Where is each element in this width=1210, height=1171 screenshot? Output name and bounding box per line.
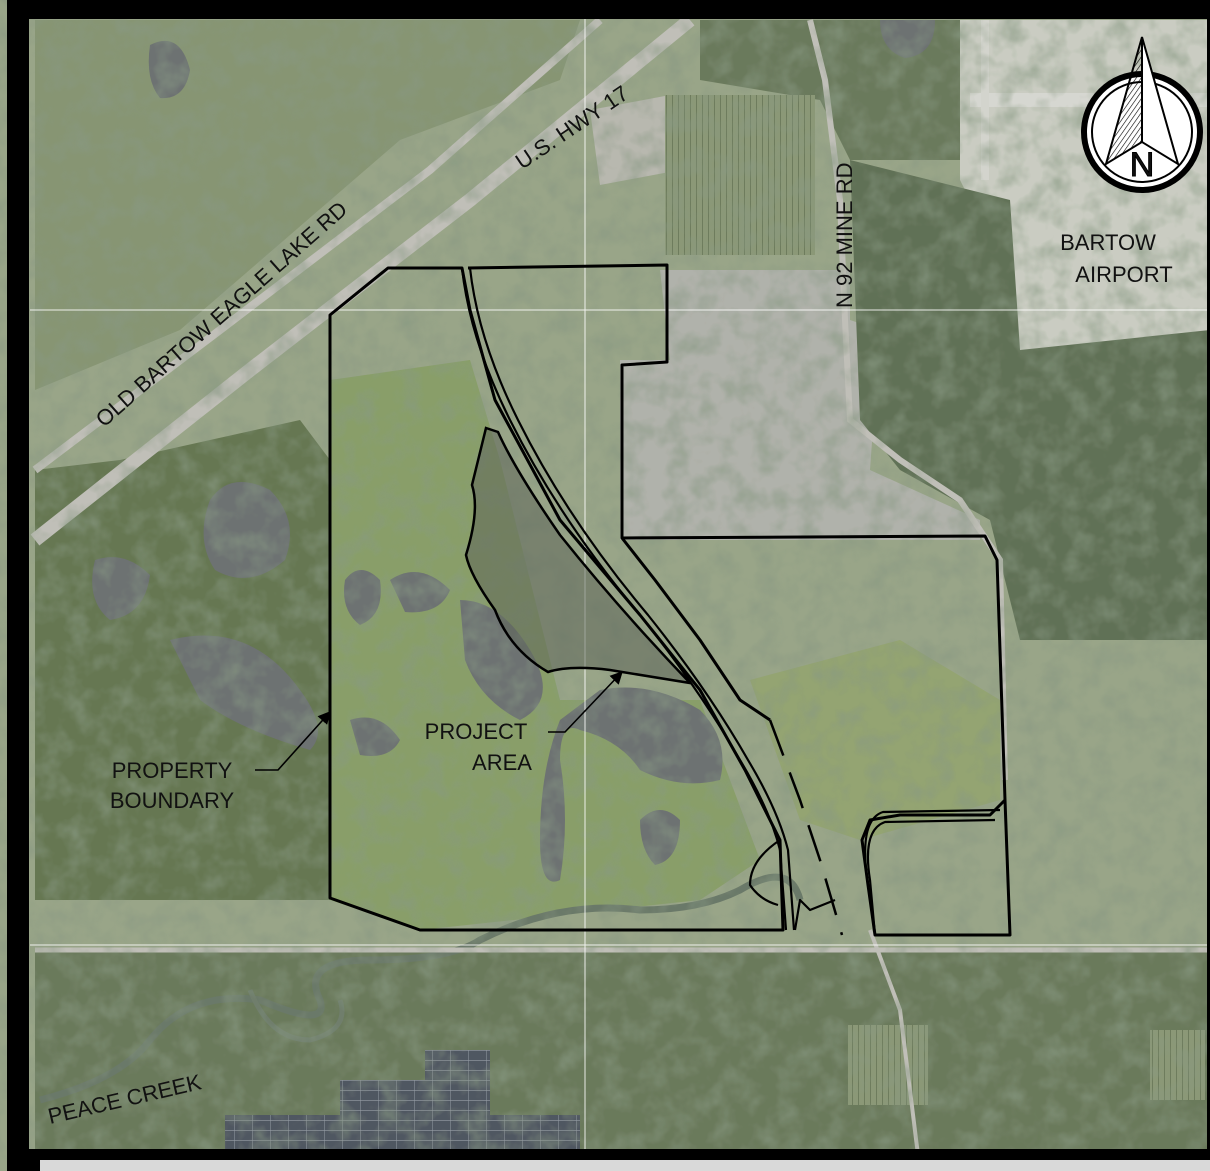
project-area-label-line1: PROJECT <box>425 719 528 744</box>
project-area-leader <box>548 671 623 733</box>
property-boundary-label-line1: PROPERTY <box>112 758 233 783</box>
property-boundary-east <box>621 534 1012 937</box>
bartow-airport-label-line2: AIRPORT <box>1075 262 1172 287</box>
property-boundary-leader <box>255 711 331 771</box>
frame-shadow-bottom <box>40 1160 1210 1171</box>
railroad-corridor <box>460 267 788 931</box>
project-area-label-line2: AREA <box>472 750 532 775</box>
south-access-road <box>748 839 781 907</box>
railroad-corridor-inner <box>468 267 796 931</box>
leader-lines <box>255 671 623 771</box>
property-boundary-label-line2: BOUNDARY <box>110 788 235 813</box>
north-arrow-needle-right <box>1141 36 1180 167</box>
south-notch <box>793 898 836 931</box>
project-area-polygon <box>464 426 694 685</box>
north-arrow-letter: N <box>1130 146 1155 184</box>
east-access-road <box>866 818 996 936</box>
north-arrow: N <box>1081 36 1203 193</box>
property-boundary-group <box>328 263 1012 937</box>
dashed-access-road <box>768 719 844 936</box>
east-access-road-inner <box>864 808 1001 886</box>
bartow-airport-label-line1: BARTOW <box>1060 230 1156 255</box>
n-92-mine-rd-label: N 92 MINE RD <box>832 163 857 308</box>
